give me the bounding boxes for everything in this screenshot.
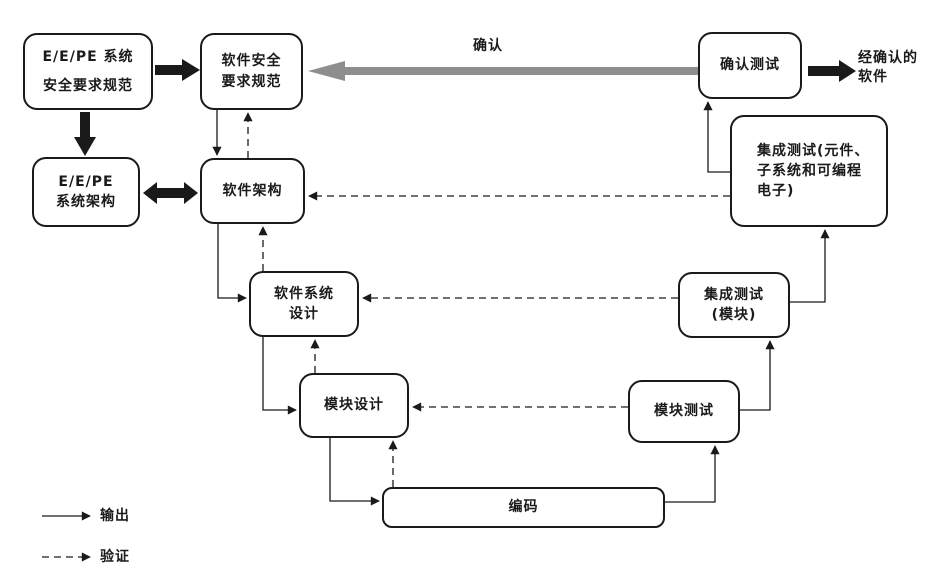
thick-double-arrow-eepearch-swarch bbox=[143, 182, 198, 204]
validation-arrow-label: 确认 bbox=[473, 38, 503, 54]
output-moduledesign-to-coding bbox=[329, 438, 380, 506]
output-inttestmodule-to-inttestpe bbox=[790, 229, 830, 303]
box-software-architecture: 软件架构 bbox=[200, 158, 305, 224]
box-software-system-design: 软件系统 设计 bbox=[249, 271, 359, 337]
box-module-testing: 模块测试 bbox=[628, 380, 740, 443]
box-software-safety-requirements: 软件安全 要求规范 bbox=[200, 33, 303, 110]
validated-software-label: 经确认的 软件 bbox=[858, 50, 918, 85]
box-validation-testing: 确认测试 bbox=[698, 32, 802, 99]
thick-arrow-eepereq-to-eepearch bbox=[74, 112, 96, 156]
output-moduletest-to-inttestmodule bbox=[740, 340, 775, 411]
box-integration-testing-pe: 集成测试(元件、 子系统和可编程 电子) bbox=[730, 115, 888, 227]
box-module-design: 模块设计 bbox=[299, 373, 409, 438]
box-coding: 编码 bbox=[382, 487, 665, 528]
thick-arrow-eepereq-to-swsafetyreq bbox=[155, 59, 200, 81]
output-swsysdesign-to-moduledesign bbox=[262, 337, 297, 415]
box-integration-testing-module: 集成测试 (模块) bbox=[678, 272, 790, 338]
output-inttestpe-to-validationtest bbox=[703, 101, 730, 173]
box-ee-pe-system-architecture: E/E/PE 系统架构 bbox=[32, 157, 140, 227]
gray-validation-arrow bbox=[308, 61, 698, 81]
box-ee-pe-system-safety-requirements: E/E/PE 系统 安全要求规范 bbox=[23, 33, 153, 110]
output-coding-to-moduletest bbox=[665, 445, 720, 503]
legend-verification-label: 验证 bbox=[100, 549, 130, 565]
legend-output-label: 输出 bbox=[100, 508, 130, 524]
thick-arrow-validationtest-to-validatedsoftware bbox=[808, 60, 856, 82]
output-swarch-to-swsysdesign bbox=[217, 224, 247, 303]
